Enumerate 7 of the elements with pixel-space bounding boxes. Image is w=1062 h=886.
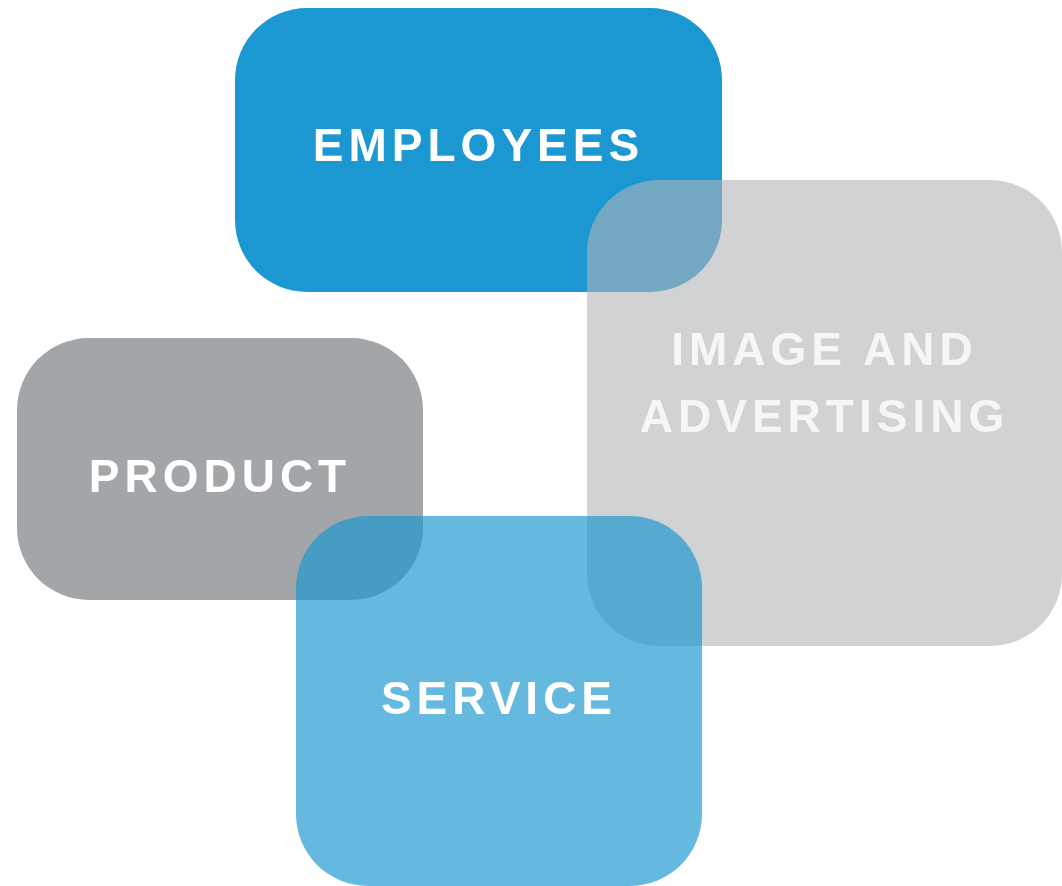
panel-label: EMPLOYEES — [312, 117, 645, 173]
rounded-panel — [587, 180, 1062, 646]
panel-label: SERVICE — [380, 671, 618, 727]
rounded-panel — [296, 516, 702, 886]
rounded-panel — [235, 8, 722, 292]
rounded-panel — [17, 338, 423, 600]
panel-label: PRODUCT — [88, 449, 352, 505]
